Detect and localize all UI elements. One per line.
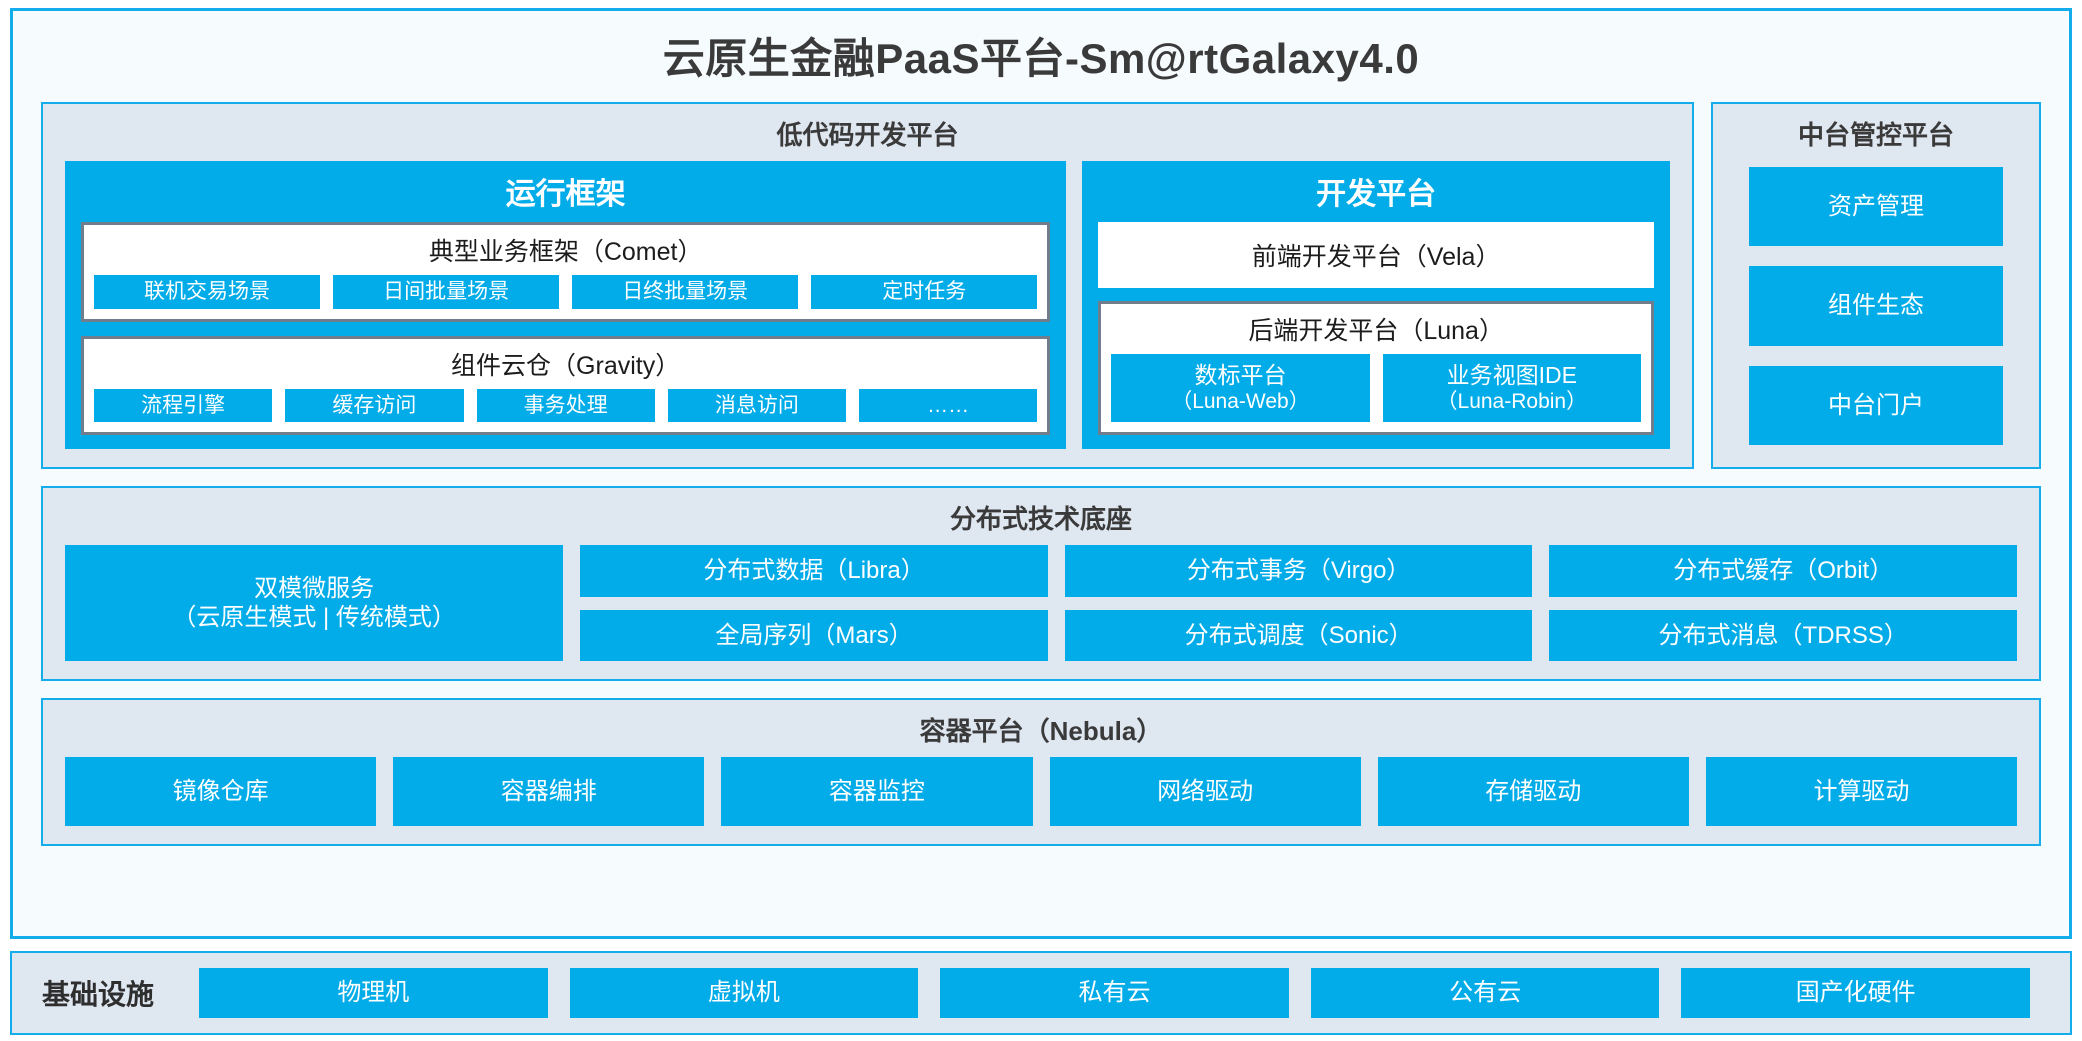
mgmt-platform-panel: 中台管控平台 资产管理 组件生态 中台门户 <box>1711 102 2041 470</box>
infrastructure-items: 物理机 虚拟机 私有云 公有云 国产化硬件 <box>199 968 2030 1018</box>
container-item-image-registry[interactable]: 镜像仓库 <box>65 757 377 827</box>
mgmt-platform-title: 中台管控平台 <box>1797 120 1954 150</box>
luna-items: 数标平台 （Luna-Web） 业务视图IDE （Luna-Robin） <box>1111 354 1641 423</box>
gravity-title: 组件云仓（Gravity） <box>451 351 681 380</box>
mgmt-item-component-ecosystem[interactable]: 组件生态 <box>1749 266 2003 346</box>
dist-item-virgo[interactable]: 分布式事务（Virgo） <box>1064 545 1533 597</box>
infra-item-domestic-hardware[interactable]: 国产化硬件 <box>1681 968 2030 1018</box>
page-title: 云原生金融PaaS平台-Sm@rtGalaxy4.0 <box>662 35 1420 82</box>
lowcode-platform-body: 运行框架 典型业务框架（Comet） 联机交易场景 日间批量场景 日终批量场景 … <box>43 161 1692 467</box>
development-platform-title: 开发平台 <box>1316 178 1437 211</box>
luna-item-name: 业务视图IDE <box>1446 362 1577 389</box>
dist-item-libra[interactable]: 分布式数据（Libra） <box>580 545 1048 597</box>
luna-item-sub: （Luna-Web） <box>1171 390 1310 414</box>
luna-backend-box: 后端开发平台（Luna） 数标平台 （Luna-Web） 业务视图IDE （Lu… <box>1098 301 1654 436</box>
container-item-compute-driver[interactable]: 计算驱动 <box>1705 757 2018 827</box>
dist-column-3: 分布式缓存（Orbit） 分布式消息（TDRSS） <box>1549 545 2018 662</box>
gravity-items: 流程引擎 缓存访问 事务处理 消息访问 …… <box>94 388 1038 423</box>
gravity-item[interactable]: 缓存访问 <box>285 388 464 423</box>
container-item-storage-driver[interactable]: 存储驱动 <box>1377 757 1689 827</box>
dist-item-dual-mode-microservice[interactable]: 双模微服务 （云原生模式 | 传统模式） <box>65 545 564 662</box>
dist-item-tdrss[interactable]: 分布式消息（TDRSS） <box>1549 609 2018 662</box>
development-platform-block: 开发平台 前端开发平台（Vela） 后端开发平台（Luna） 数标平台 （Lun… <box>1082 161 1670 450</box>
container-item-network-driver[interactable]: 网络驱动 <box>1049 757 1361 827</box>
runtime-framework-title: 运行框架 <box>505 178 626 211</box>
distributed-base-body: 双模微服务 （云原生模式 | 传统模式） 分布式数据（Libra） 全局序列（M… <box>43 545 2039 679</box>
dist-item-mars[interactable]: 全局序列（Mars） <box>580 609 1048 662</box>
dist-item-sonic[interactable]: 分布式调度（Sonic） <box>1064 609 1533 662</box>
container-item-monitoring[interactable]: 容器监控 <box>721 757 1033 827</box>
luna-item-luna-robin[interactable]: 业务视图IDE （Luna-Robin） <box>1382 354 1641 423</box>
runtime-framework-stack: 典型业务框架（Comet） 联机交易场景 日间批量场景 日终批量场景 定时任务 … <box>81 222 1051 436</box>
comet-item[interactable]: 定时任务 <box>811 275 1038 309</box>
comet-box: 典型业务框架（Comet） 联机交易场景 日间批量场景 日终批量场景 定时任务 <box>81 222 1051 322</box>
container-platform-items: 镜像仓库 容器编排 容器监控 网络驱动 存储驱动 计算驱动 <box>43 757 2039 844</box>
main-platform-card: 云原生金融PaaS平台-Sm@rtGalaxy4.0 低代码开发平台 运行框架 … <box>10 8 2072 939</box>
infra-item-public-cloud[interactable]: 公有云 <box>1310 968 1660 1018</box>
infra-item-physical-machine[interactable]: 物理机 <box>199 968 548 1018</box>
container-platform-panel: 容器平台（Nebula） 镜像仓库 容器编排 容器监控 网络驱动 存储驱动 计算… <box>41 698 2041 847</box>
luna-item-sub: （Luna-Robin） <box>1436 390 1588 414</box>
mgmt-platform-items: 资产管理 组件生态 中台门户 <box>1713 161 2039 467</box>
luna-item-luna-web[interactable]: 数标平台 （Luna-Web） <box>1111 354 1370 423</box>
container-platform-title: 容器平台（Nebula） <box>919 716 1163 747</box>
infra-item-private-cloud[interactable]: 私有云 <box>940 968 1289 1018</box>
infrastructure-label: 基础设施 <box>42 979 155 1010</box>
vela-frontend-box[interactable]: 前端开发平台（Vela） <box>1098 222 1654 288</box>
infra-item-virtual-machine[interactable]: 虚拟机 <box>569 968 919 1018</box>
comet-items: 联机交易场景 日间批量场景 日终批量场景 定时任务 <box>94 275 1038 309</box>
gravity-item[interactable]: 事务处理 <box>476 388 655 423</box>
distributed-base-title: 分布式技术底座 <box>949 504 1132 535</box>
infrastructure-panel: 基础设施 物理机 虚拟机 私有云 公有云 国产化硬件 <box>10 951 2072 1035</box>
row-lowcode-and-mgmt: 低代码开发平台 运行框架 典型业务框架（Comet） 联机交易场景 日间批量场景 <box>41 102 2041 470</box>
mgmt-item-portal[interactable]: 中台门户 <box>1749 365 2003 446</box>
gravity-box: 组件云仓（Gravity） 流程引擎 缓存访问 事务处理 消息访问 …… <box>81 335 1051 436</box>
dist-column-2: 分布式事务（Virgo） 分布式调度（Sonic） <box>1064 545 1533 662</box>
comet-item[interactable]: 日间批量场景 <box>333 275 560 309</box>
luna-item-name: 数标平台 <box>1194 362 1287 389</box>
gravity-item[interactable]: 流程引擎 <box>94 388 273 423</box>
development-platform-stack: 前端开发平台（Vela） 后端开发平台（Luna） 数标平台 （Luna-Web… <box>1098 222 1654 436</box>
container-item-orchestration[interactable]: 容器编排 <box>393 757 705 827</box>
dist-column-1: 分布式数据（Libra） 全局序列（Mars） <box>580 545 1048 662</box>
comet-item[interactable]: 联机交易场景 <box>94 275 321 309</box>
distributed-base-panel: 分布式技术底座 双模微服务 （云原生模式 | 传统模式） 分布式数据（Libra… <box>41 486 2041 682</box>
dist-wide-sub: （云原生模式 | 传统模式） <box>172 604 456 632</box>
luna-title: 后端开发平台（Luna） <box>1248 317 1504 345</box>
lowcode-platform-panel: 低代码开发平台 运行框架 典型业务框架（Comet） 联机交易场景 日间批量场景 <box>41 102 1694 470</box>
runtime-framework-block: 运行框架 典型业务框架（Comet） 联机交易场景 日间批量场景 日终批量场景 … <box>65 161 1067 450</box>
comet-item[interactable]: 日终批量场景 <box>572 275 799 309</box>
lowcode-platform-title: 低代码开发平台 <box>776 120 959 150</box>
gravity-item[interactable]: 消息访问 <box>667 388 846 423</box>
dist-wide-name: 双模微服务 <box>254 574 375 602</box>
gravity-item-ellipsis[interactable]: …… <box>859 388 1038 423</box>
comet-title: 典型业务框架（Comet） <box>428 238 703 266</box>
dist-item-orbit[interactable]: 分布式缓存（Orbit） <box>1549 545 2018 597</box>
mgmt-item-asset-management[interactable]: 资产管理 <box>1749 167 2003 247</box>
